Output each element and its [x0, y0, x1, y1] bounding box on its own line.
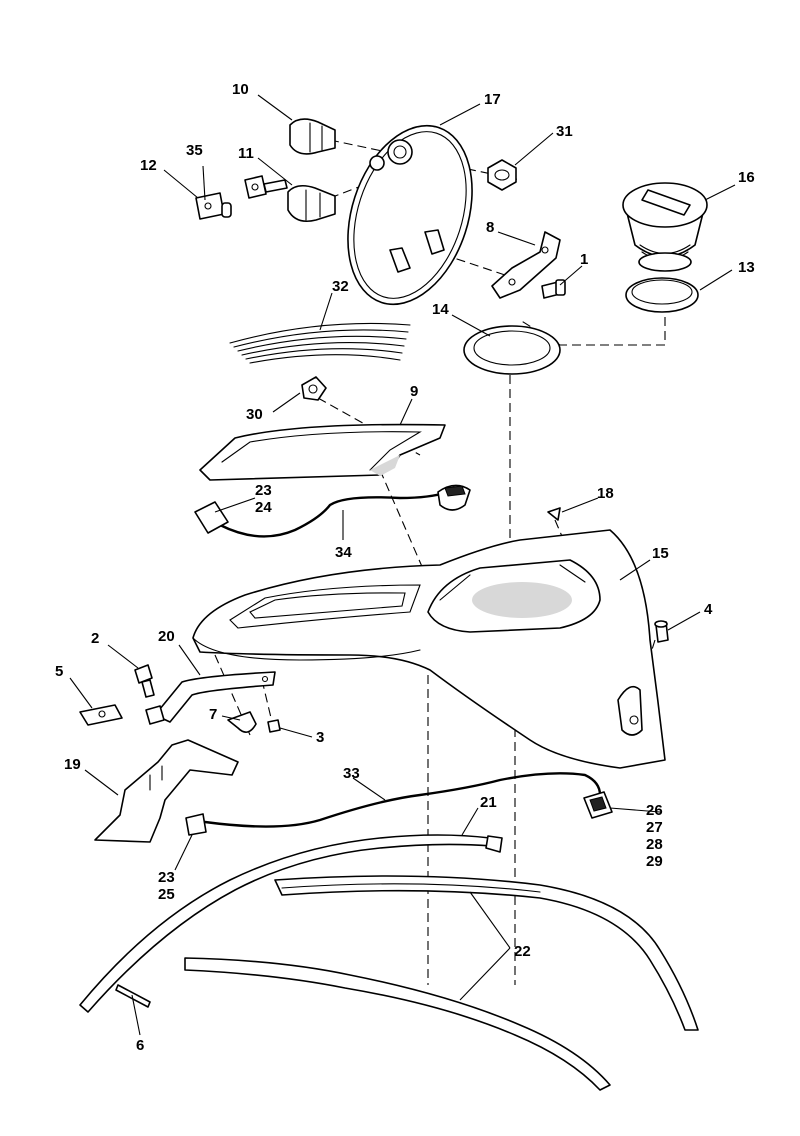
grommet[interactable] — [301, 376, 327, 401]
callout-23-upper: 23 — [255, 482, 272, 499]
callout-4: 4 — [704, 601, 713, 618]
switch-key[interactable] — [244, 175, 288, 199]
callout-20: 20 — [158, 628, 175, 645]
callout-1: 1 — [580, 251, 588, 268]
callout-25: 25 — [158, 886, 175, 903]
lamp-socket-lower[interactable] — [287, 184, 336, 223]
fuel-cap[interactable] — [622, 182, 708, 272]
tank-bolt[interactable] — [654, 620, 669, 643]
light-reflector-plate[interactable] — [326, 110, 493, 321]
callout-9: 9 — [410, 383, 418, 400]
callout-3: 3 — [316, 729, 324, 746]
callout-15: 15 — [652, 545, 669, 562]
callout-16: 16 — [738, 169, 755, 186]
callout-31: 31 — [556, 123, 573, 140]
callout-8: 8 — [486, 219, 494, 236]
callout-19: 19 — [64, 756, 81, 773]
callout-28: 28 — [646, 836, 663, 853]
callout-leaders — [69, 94, 736, 1036]
strap-bolt[interactable] — [134, 664, 155, 698]
callout-18: 18 — [597, 485, 614, 502]
callout-32: 32 — [332, 278, 349, 295]
callout-5: 5 — [55, 663, 63, 680]
tank-decal-stripes[interactable] — [229, 322, 411, 364]
callout-33: 33 — [343, 765, 360, 782]
callout-17: 17 — [484, 91, 501, 108]
callout-35: 35 — [186, 142, 203, 159]
trim-strip-lower[interactable] — [184, 957, 611, 1091]
callout-23-lower: 23 — [158, 869, 175, 886]
callout-labels: 1 2 3 4 5 6 7 8 9 10 11 12 13 14 15 16 1… — [55, 81, 755, 1054]
cable-tie[interactable] — [115, 984, 151, 1008]
callout-22: 22 — [514, 943, 531, 960]
trim-strip-upper[interactable] — [274, 875, 699, 1031]
bracket-screw[interactable] — [541, 279, 566, 299]
callout-26: 26 — [646, 802, 663, 819]
wiring-harness-main[interactable] — [185, 772, 613, 836]
fill-neck-seal[interactable] — [463, 325, 561, 375]
callout-34: 34 — [335, 544, 352, 561]
tank-plug[interactable] — [547, 507, 561, 521]
callout-30: 30 — [246, 406, 263, 423]
clip-nut[interactable] — [79, 704, 165, 726]
callout-11: 11 — [238, 145, 254, 162]
callout-2: 2 — [91, 630, 99, 647]
cap-gasket[interactable] — [625, 277, 699, 313]
hex-nut[interactable] — [487, 159, 517, 191]
support-bracket[interactable] — [94, 739, 239, 843]
callout-27: 27 — [646, 819, 663, 836]
callout-13: 13 — [738, 259, 755, 276]
mounting-strap[interactable] — [154, 671, 276, 723]
wire-clip[interactable] — [227, 711, 257, 733]
mounting-bracket[interactable] — [491, 231, 561, 299]
callout-10: 10 — [232, 81, 249, 98]
fuel-tank-console[interactable] — [192, 529, 666, 769]
callout-6: 6 — [136, 1037, 144, 1054]
callout-24: 24 — [255, 499, 272, 516]
console-cover[interactable] — [199, 423, 446, 481]
callout-7: 7 — [209, 706, 217, 723]
lamp-socket-upper[interactable] — [289, 118, 336, 155]
callout-29: 29 — [646, 853, 663, 870]
clip-screw[interactable] — [267, 719, 281, 733]
callout-21: 21 — [480, 794, 497, 811]
wiring-harness-upper[interactable] — [194, 484, 471, 538]
callout-14: 14 — [432, 301, 449, 318]
fuel-hose[interactable] — [79, 834, 503, 1013]
callout-12: 12 — [140, 157, 157, 174]
ignition-key[interactable] — [195, 192, 232, 220]
